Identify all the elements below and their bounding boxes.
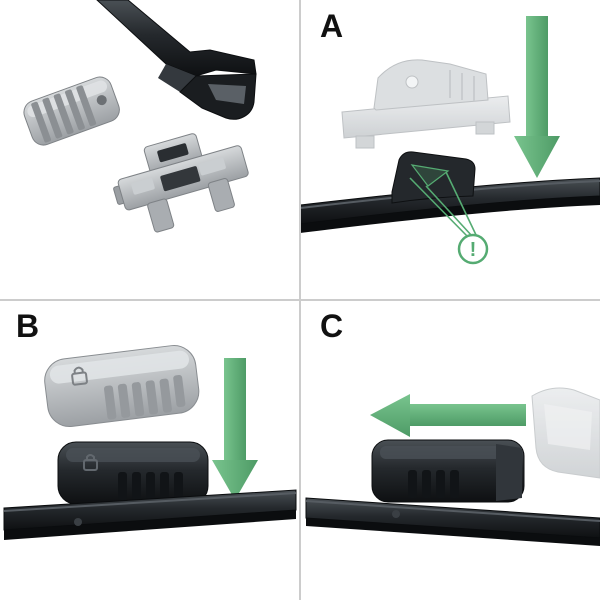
attention-lines	[409, 171, 478, 238]
ghost-adapter	[341, 59, 511, 149]
panel-parts	[0, 0, 300, 300]
panel-step-c: C	[300, 300, 600, 600]
adapter-base-part	[113, 133, 249, 233]
panel-step-a: A	[300, 0, 600, 300]
wiper-blade	[305, 497, 600, 546]
lock-icon	[83, 454, 98, 471]
left-arrow-icon	[370, 394, 526, 437]
wiper-blade	[300, 177, 600, 233]
cap-part	[44, 345, 200, 428]
step-a-illustration: !	[300, 16, 600, 265]
step-label-a: A	[320, 8, 344, 44]
panel-step-b: B	[0, 300, 300, 600]
step-label-b: B	[16, 308, 40, 344]
mounted-cap	[57, 441, 209, 505]
ghost-connector	[531, 387, 600, 479]
lock-icon	[71, 366, 88, 386]
down-arrow-icon	[514, 16, 560, 178]
mounted-cap	[371, 439, 525, 503]
warning-symbol: !	[470, 239, 477, 261]
adapter-cap-part	[23, 76, 120, 146]
warning-icon: !	[457, 233, 489, 265]
horizontal-divider	[0, 299, 600, 301]
step-c-illustration	[305, 387, 600, 546]
step-b-illustration	[3, 345, 297, 540]
step-label-c: C	[320, 308, 344, 344]
wiper-blade	[3, 489, 297, 540]
parts-illustration	[23, 0, 257, 233]
wiper-arm-hook	[96, 0, 257, 120]
mounted-adapter	[391, 151, 476, 204]
down-arrow-icon	[212, 358, 258, 500]
